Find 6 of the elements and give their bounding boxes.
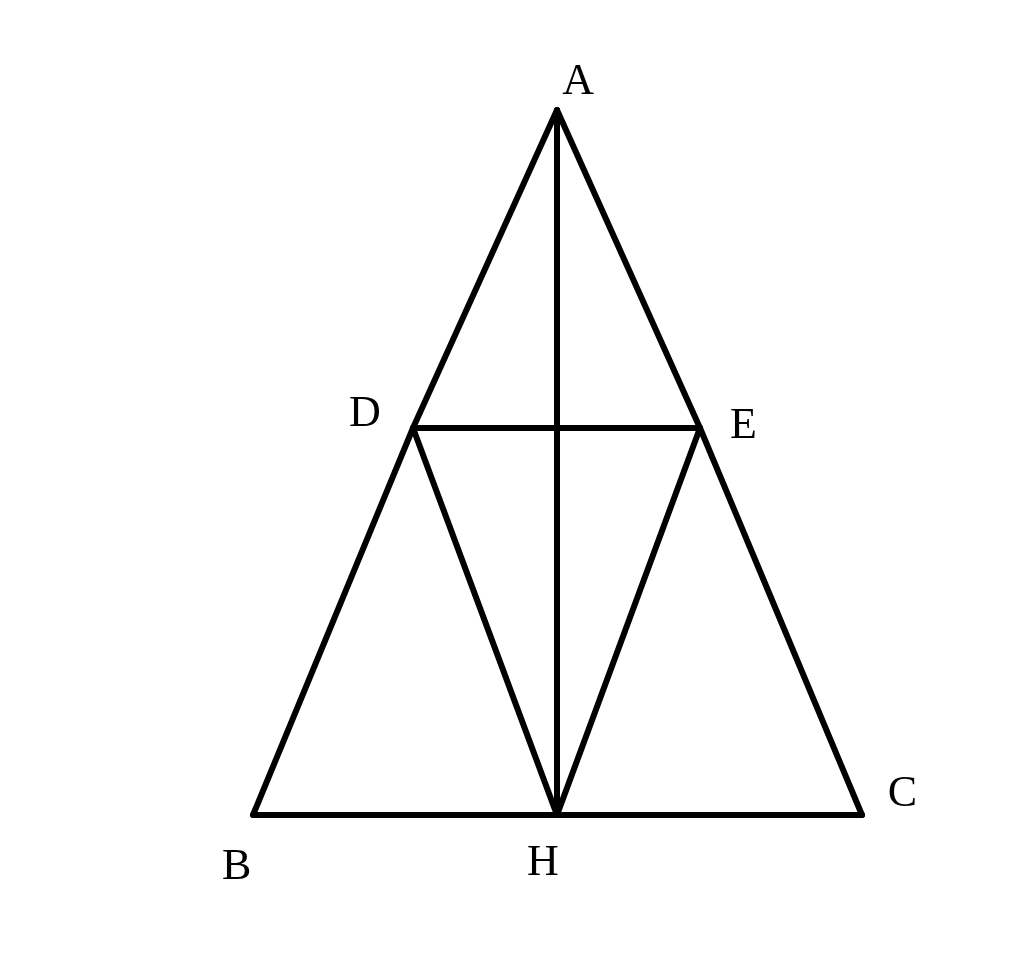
point-label: H [527,815,577,883]
point-label: A [548,58,598,110]
point-label: E [700,402,765,450]
point-label: C [862,770,917,818]
point-label: B [222,815,272,887]
point-label: D [345,390,413,428]
